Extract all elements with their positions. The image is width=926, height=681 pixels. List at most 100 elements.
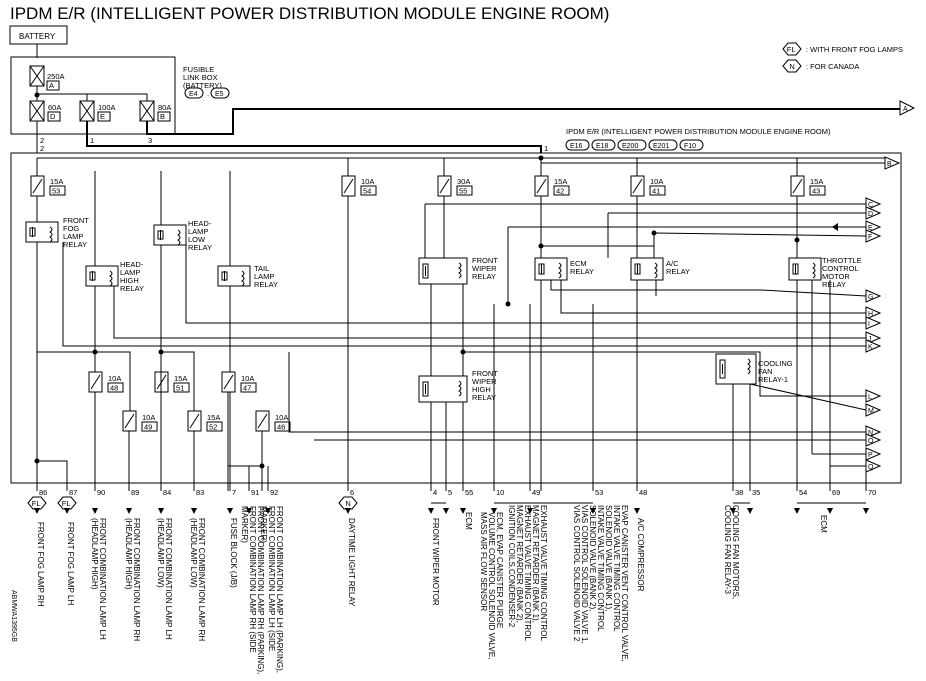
arrow-down-icon: [428, 508, 434, 514]
load-label: MARKER): [259, 506, 268, 543]
fuse-41: [630, 175, 645, 197]
relay-tail-lamp: [217, 265, 251, 287]
svg-text:L: L: [868, 394, 872, 401]
fuse-number-label: 49: [144, 423, 152, 432]
arrow-down-icon: [92, 508, 98, 514]
load-label: IGNITION COILS,CONDENSER-2: [507, 505, 516, 628]
load-label: A/C COMPRESSOR: [636, 518, 645, 592]
fuse-rating-label: 15A: [174, 374, 187, 383]
option-tag-fl: FL: [27, 496, 47, 510]
relay-label: RELAY: [188, 243, 212, 252]
load-label: VOLUME CONTROL SOLENOID VALVE,: [487, 512, 496, 659]
relay-label: THROTTLE: [822, 256, 862, 265]
relay-front-fog-lamp: [25, 221, 59, 243]
terminal-number: 38: [735, 488, 743, 497]
load-label: INTAKE VALVE TIMING CONTROL: [596, 505, 605, 632]
load-label: FRONT COMBINATION LAMP RH: [197, 518, 206, 641]
terminal-number: 5: [448, 488, 452, 497]
terminal-number: 55: [465, 488, 473, 497]
wire: [550, 280, 761, 291]
arrow-down-icon: [460, 508, 466, 514]
fuse-rating-label: 60A: [48, 103, 61, 112]
arrow-down-icon: [747, 508, 753, 514]
svg-text:FL: FL: [62, 499, 71, 508]
load-label: MAGNET RETARDER (BANK 2),: [515, 505, 524, 623]
fuse-rating-label: 10A: [142, 413, 155, 422]
terminal-number: 48: [639, 488, 647, 497]
arrow-down-icon: [64, 508, 70, 514]
connector-K: K: [865, 339, 882, 353]
connector-G: G: [865, 289, 882, 303]
relay-label: RELAY: [254, 280, 278, 289]
relay-label: CONTROL: [822, 264, 859, 273]
terminal-number: 1: [544, 144, 548, 153]
load-label: ECM, EVAP CANISTER PURGE: [495, 512, 504, 628]
load-label: FRONT COMBINATION LAMP RH (SIDE: [248, 506, 257, 653]
svg-text:E16: E16: [570, 143, 583, 150]
svg-text:N: N: [345, 499, 350, 508]
arrow-down-icon: [443, 508, 449, 514]
load-label: MASS AIR FLOW SENSOR: [479, 512, 488, 611]
load-label: (HEADLAMP HIGH): [124, 518, 133, 590]
terminal-number: 83: [196, 488, 204, 497]
load-label: FRONT COMBINATION LAMP RH: [132, 518, 141, 641]
fuse-rating-label: 10A: [650, 177, 663, 186]
wire: [36, 93, 148, 101]
terminal-number: 90: [97, 488, 105, 497]
fuse-number-label: 55: [459, 187, 467, 196]
svg-text:J: J: [868, 336, 872, 343]
load-label: SOLENOID VALVE (BANK 1),: [604, 505, 613, 611]
svg-text:I: I: [868, 321, 870, 328]
load-label: MARKER): [240, 506, 249, 543]
svg-text:E5: E5: [215, 91, 224, 98]
load-label: FRONT FOG LAMP RH: [36, 522, 45, 607]
svg-text:O: O: [868, 438, 874, 445]
relay-label: RELAY-1: [758, 375, 788, 384]
junction-dot: [794, 237, 800, 243]
wire: [185, 245, 866, 324]
fuse-number-box: [360, 185, 377, 196]
figure-code: ABMWA1395GB: [10, 590, 17, 642]
wire: [288, 352, 866, 433]
fuse-rating-label: 100A: [98, 103, 116, 112]
fuse-number-box: [240, 382, 257, 393]
load-label: ECM: [464, 512, 473, 530]
fuse-rating-label: 15A: [554, 177, 567, 186]
fuse-id-label: A: [49, 81, 54, 90]
load-label: FRONT COMBINATION LAMP LH: [164, 518, 173, 640]
svg-text:N: N: [789, 62, 794, 71]
fuse-43: [790, 175, 805, 197]
fuse-number-label: 46: [277, 423, 285, 432]
fuse-rating-label: 15A: [810, 177, 823, 186]
fuse-number-box: [456, 185, 473, 196]
fuse-rating-label: 15A: [50, 177, 63, 186]
fuse-rating-label: 10A: [361, 177, 374, 186]
fuse-rating-label: 30A: [457, 177, 470, 186]
arrow-down-icon: [730, 508, 736, 514]
fusible-link: [79, 100, 95, 122]
relay-label: RELAY: [822, 280, 846, 289]
relay-headlamp-high: [85, 265, 119, 287]
relay-label: RELAY: [63, 240, 87, 249]
svg-text:E201: E201: [653, 143, 669, 150]
svg-text:H: H: [868, 311, 873, 318]
svg-text:E200: E200: [622, 143, 638, 150]
relay-label: RELAY: [472, 272, 496, 281]
relay-label: LOW: [188, 235, 206, 244]
ipdm-frame: [10, 152, 902, 484]
relay-label: LAMP: [120, 268, 140, 277]
connector-id: E201: [648, 139, 678, 151]
fuse-number-label: 53: [52, 187, 60, 196]
load-label: VIAS CONTROL SOLENOID VALVE 2: [572, 505, 581, 642]
connector-A: [899, 100, 916, 116]
arrow-down-icon: [491, 508, 497, 514]
svg-text:E: E: [868, 225, 873, 232]
fuse-rating-label: 10A: [108, 374, 121, 383]
connector-P: P: [865, 447, 882, 461]
fuse-id-box: [46, 80, 60, 91]
fuse-48: [88, 371, 103, 393]
connector-id: F10: [679, 139, 704, 151]
fuse-number-box: [49, 185, 66, 196]
connector-Q: Q: [865, 459, 882, 473]
wire: [653, 232, 867, 237]
